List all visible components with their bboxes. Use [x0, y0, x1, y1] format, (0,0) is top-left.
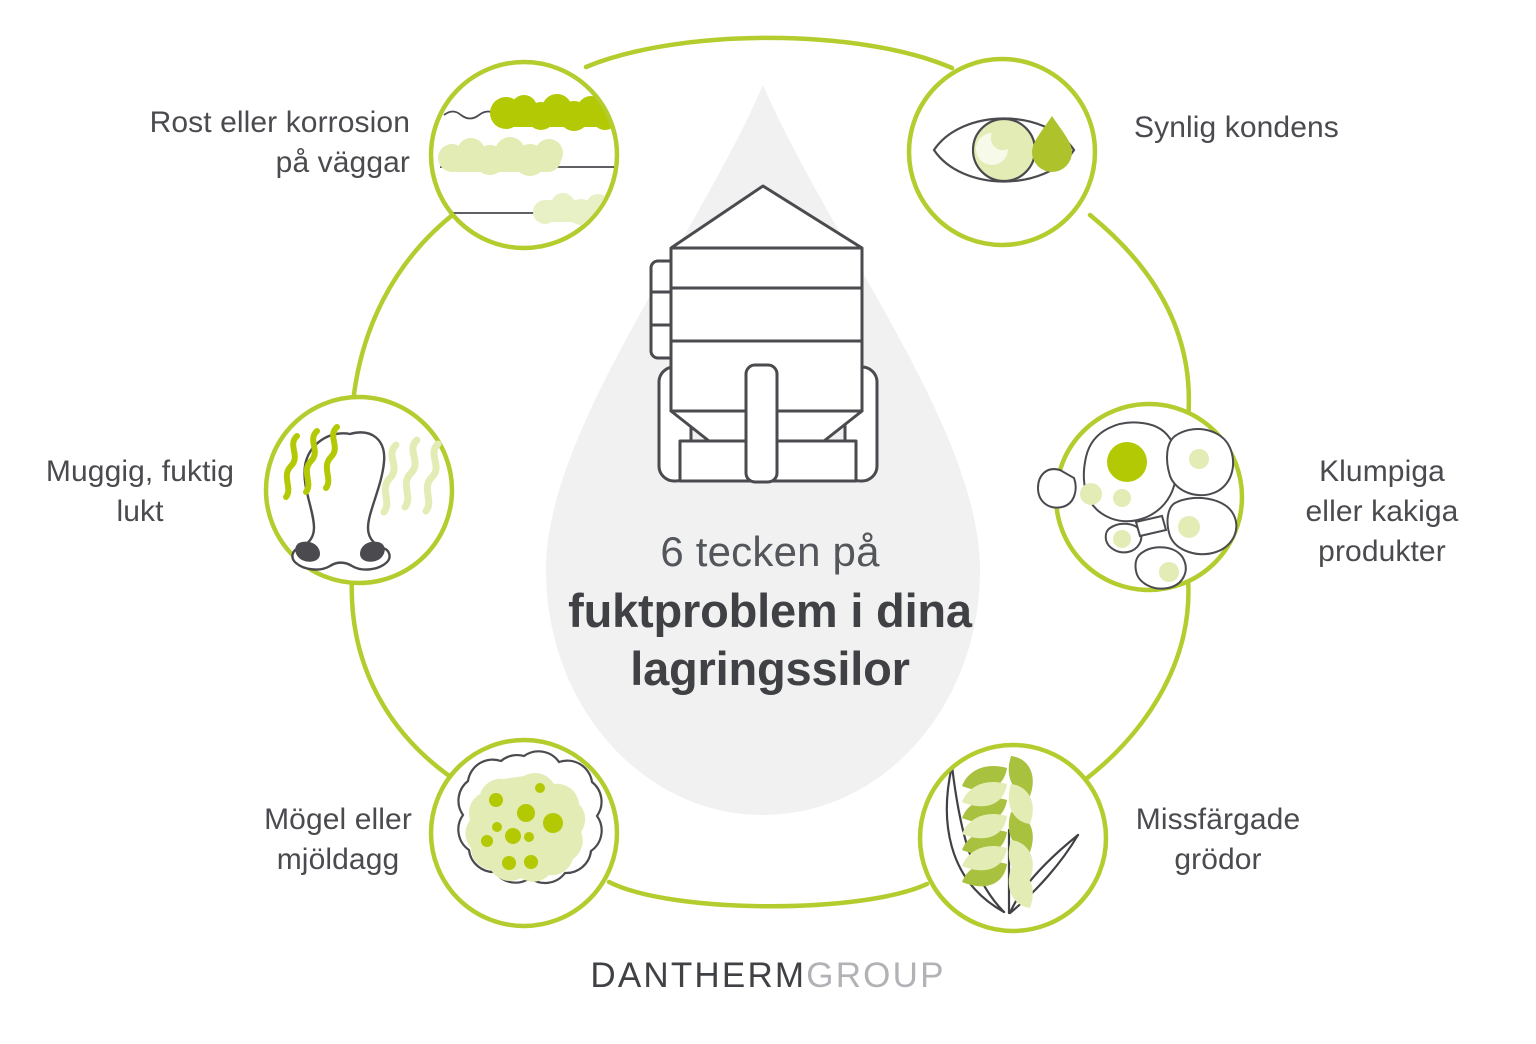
sign-label-discoloured: Missfärgade grödor — [1135, 803, 1301, 876]
grain-storage-silo-icon — [649, 184, 879, 484]
odour-waves-right — [380, 436, 442, 516]
clump-speckles — [1080, 442, 1209, 582]
mould-spores — [481, 783, 563, 870]
sign-label-odour: Muggig, fuktig lukt — [45, 455, 235, 528]
center-headline-block: 6 tecken på fuktproblem i dina lagringss… — [460, 528, 1080, 697]
center-title: fuktproblem i dina lagringssilor — [568, 584, 972, 695]
sign-icon-rust[interactable] — [428, 59, 620, 251]
logo-primary: DANTHERM — [590, 956, 807, 995]
sign-label-clumping: Klumpiga eller kakiga produkter — [1305, 455, 1459, 568]
connector-ring — [349, 35, 1192, 909]
sign-icon-condensation[interactable] — [906, 56, 1098, 248]
rust-stain-pale-mid — [438, 137, 563, 176]
nostril-left — [295, 541, 320, 562]
sign-icon-mould[interactable] — [428, 737, 620, 929]
eye-highlight — [976, 133, 1008, 165]
sign-label-mould: Mögel eller mjöldagg — [264, 803, 412, 876]
center-kicker: 6 tecken på — [660, 528, 880, 575]
wheat-leaves-pale — [962, 782, 1033, 908]
sign-icon-odour[interactable] — [263, 394, 455, 586]
sign-icon-clumping[interactable] — [1036, 401, 1245, 593]
logo-secondary: GROUP — [806, 956, 946, 995]
dantherm-group-logo: DANTHERMGROUP — [0, 956, 1536, 996]
sign-label-rust: Rost eller korrosion på väggar — [149, 106, 410, 179]
silo-body — [669, 184, 864, 413]
odour-waves-left — [283, 424, 340, 500]
nose-outline — [291, 431, 391, 571]
water-droplet-icon — [1032, 116, 1072, 172]
eye-outline — [932, 117, 1076, 183]
sign-icon-discoloured-crops[interactable] — [917, 742, 1109, 934]
silo-leg-centre — [744, 363, 779, 484]
nostril-right — [360, 541, 385, 562]
sign-label-condensation: Synlig kondens — [1134, 111, 1339, 144]
